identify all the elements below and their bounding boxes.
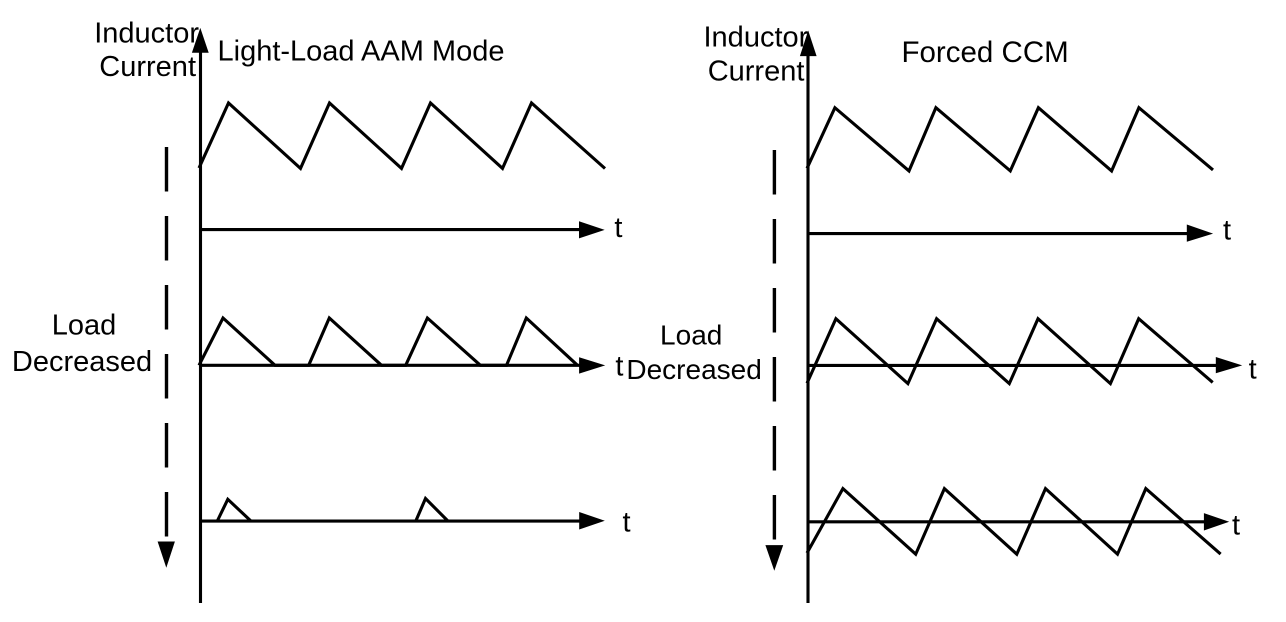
svg-text:Inductor: Inductor [94, 18, 199, 50]
svg-text:Decreased: Decreased [12, 346, 152, 378]
svg-text:t: t [615, 350, 623, 382]
svg-text:Load: Load [52, 309, 117, 341]
svg-text:Inductor: Inductor [704, 22, 809, 54]
svg-text:Light-Load AAM Mode: Light-Load AAM Mode [218, 36, 505, 68]
svg-text:Decreased: Decreased [626, 354, 761, 385]
svg-text:Current: Current [708, 56, 805, 88]
svg-text:t: t [623, 506, 631, 538]
svg-text:t: t [614, 212, 622, 244]
svg-text:Forced CCM: Forced CCM [902, 36, 1069, 69]
svg-text:t: t [1249, 353, 1257, 385]
svg-text:t: t [1223, 215, 1231, 247]
svg-text:t: t [1232, 509, 1240, 541]
svg-text:Current: Current [99, 51, 196, 83]
svg-text:Load: Load [660, 320, 722, 351]
